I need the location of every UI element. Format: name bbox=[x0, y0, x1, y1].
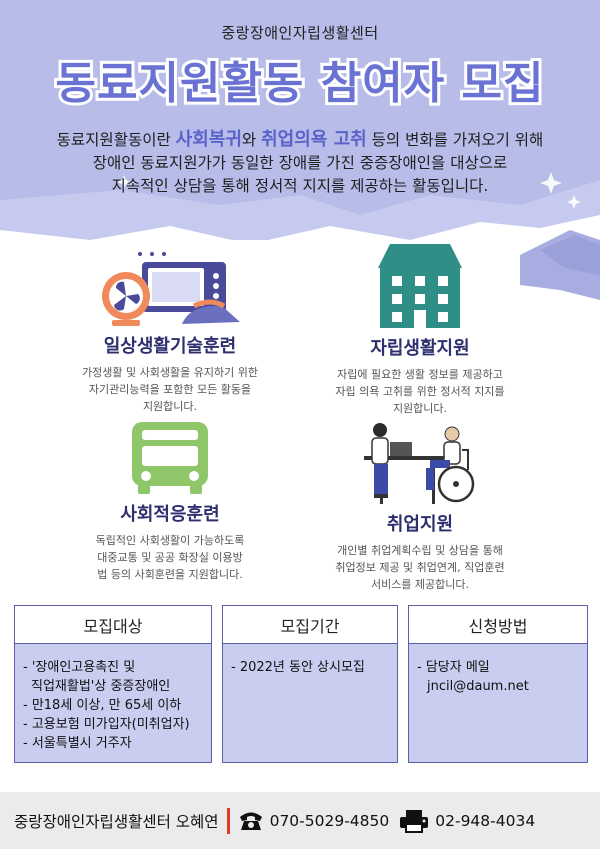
activity-desc-line: 자립에 필요한 생활 정보를 제공하고 bbox=[337, 368, 503, 381]
fan-microwave-iron-illustration bbox=[90, 252, 250, 328]
intro-highlight-1: 사회복귀 bbox=[175, 129, 242, 150]
activity-desc-line: 지원합니다. bbox=[392, 402, 448, 415]
list-item: - 2022년 동안 상시모집 bbox=[231, 660, 365, 675]
intro-line1-post: 등의 변화를 가져오기 위해 bbox=[366, 131, 544, 149]
header-background bbox=[0, 0, 600, 300]
intro-line3: 지속적인 상담을 통해 정서적 지지를 제공하는 활동입니다. bbox=[111, 177, 489, 195]
intro-text: 동료지원활동이란 사회복귀와 취업의욕 고취 등의 변화를 가져오기 위해 장애… bbox=[10, 128, 590, 198]
footer-phone[interactable]: 070-5029-4850 bbox=[269, 811, 390, 830]
box-heading: 모집기간 bbox=[223, 606, 397, 644]
phone-icon bbox=[238, 810, 264, 832]
list-item: - '장애인고용촉진 및 bbox=[23, 660, 136, 675]
activity-desc-line: 서비스를 제공합니다. bbox=[370, 578, 470, 591]
list-item: - 만18세 이상, 만 65세 이하 bbox=[23, 698, 182, 713]
activity-title: 자립생활지원 bbox=[366, 334, 475, 360]
activity-title: 취업지원 bbox=[382, 510, 458, 536]
house-icon bbox=[370, 238, 470, 330]
activity-desc-line: 독립적인 사회생활이 가능하도록 bbox=[95, 534, 245, 547]
activity-desc-line: 취업정보 제공 및 취업연계, 직업훈련 bbox=[335, 561, 505, 574]
footer-fax[interactable]: 02-948-4034 bbox=[435, 811, 536, 830]
activity-desc-line: 자기관리능력을 포함한 모든 활동을 bbox=[88, 383, 252, 396]
intro-line1-mid: 와 bbox=[241, 131, 262, 149]
box-apply-method: 신청방법 - 담당자 메일 jncil@daum.net bbox=[408, 605, 588, 763]
activity-social-adaptation: 사회적응훈련 독립적인 사회생활이 가능하도록 대중교통 및 공공 화장실 이용… bbox=[50, 420, 290, 583]
footer-divider bbox=[226, 807, 230, 834]
activity-independent-living: 자립생활지원 자립에 필요한 생활 정보를 제공하고 자립 의욕 고취를 위한 … bbox=[300, 238, 540, 417]
wheelchair-desk-illustration bbox=[360, 420, 480, 506]
activity-employment-support: 취업지원 개인별 취업계획수립 및 상담을 통해 취업정보 제공 및 취업연계,… bbox=[300, 420, 540, 593]
activity-desc-line: 가정생활 및 사회생활을 유지하기 위한 bbox=[82, 366, 258, 379]
activity-desc-line: 지원합니다. bbox=[142, 400, 198, 413]
intro-line1-pre: 동료지원활동이란 bbox=[56, 131, 176, 149]
page-title: 동료지원활동 참여자 모집 bbox=[56, 58, 545, 109]
activity-title: 일상생활기술훈련 bbox=[99, 332, 241, 358]
activity-daily-living: 일상생활기술훈련 가정생활 및 사회생활을 유지하기 위한 자기관리능력을 포함… bbox=[50, 252, 290, 415]
main-title: 동료지원활동 참여자 모집 bbox=[0, 52, 600, 114]
footer: 중랑장애인자립생활센터 오혜연 070-5029-4850 02-948-403… bbox=[0, 792, 600, 849]
list-item: - 담당자 메일 bbox=[417, 660, 490, 675]
bus-icon bbox=[128, 420, 212, 496]
activity-desc-line: 자립 의욕 고취를 위한 정서적 지지를 bbox=[335, 385, 505, 398]
box-heading: 모집대상 bbox=[15, 606, 211, 644]
activity-desc-line: 법 등의 사회훈련을 지원합니다. bbox=[97, 568, 243, 581]
intro-line2: 장애인 동료지원가가 동일한 장애를 가진 중증장애인을 대상으로 bbox=[92, 154, 508, 172]
activity-desc-line: 개인별 취업계획수립 및 상담을 통해 bbox=[337, 544, 503, 557]
box-recruit-period: 모집기간 - 2022년 동안 상시모집 bbox=[222, 605, 398, 763]
intro-highlight-2: 취업의욕 고취 bbox=[261, 129, 367, 150]
activity-desc-line: 대중교통 및 공공 화장실 이용방 bbox=[97, 551, 243, 564]
list-item: - 서울특별시 거주자 bbox=[23, 736, 132, 751]
email-link[interactable]: jncil@daum.net bbox=[427, 679, 529, 694]
box-heading: 신청방법 bbox=[409, 606, 587, 644]
box-recruit-target: 모집대상 - '장애인고용촉진 및 직업재활법'상 중증장애인 - 만18세 이… bbox=[14, 605, 212, 763]
list-item: 직업재활법'상 중증장애인 bbox=[31, 679, 171, 694]
footer-contact: 중랑장애인자립생활센터 오혜연 bbox=[14, 812, 219, 831]
org-name-top: 중랑장애인자립생활센터 bbox=[221, 24, 379, 42]
list-item: - 고용보험 미가입자(미취업자) bbox=[23, 717, 190, 732]
activity-title: 사회적응훈련 bbox=[116, 500, 225, 526]
fax-icon bbox=[399, 809, 429, 833]
